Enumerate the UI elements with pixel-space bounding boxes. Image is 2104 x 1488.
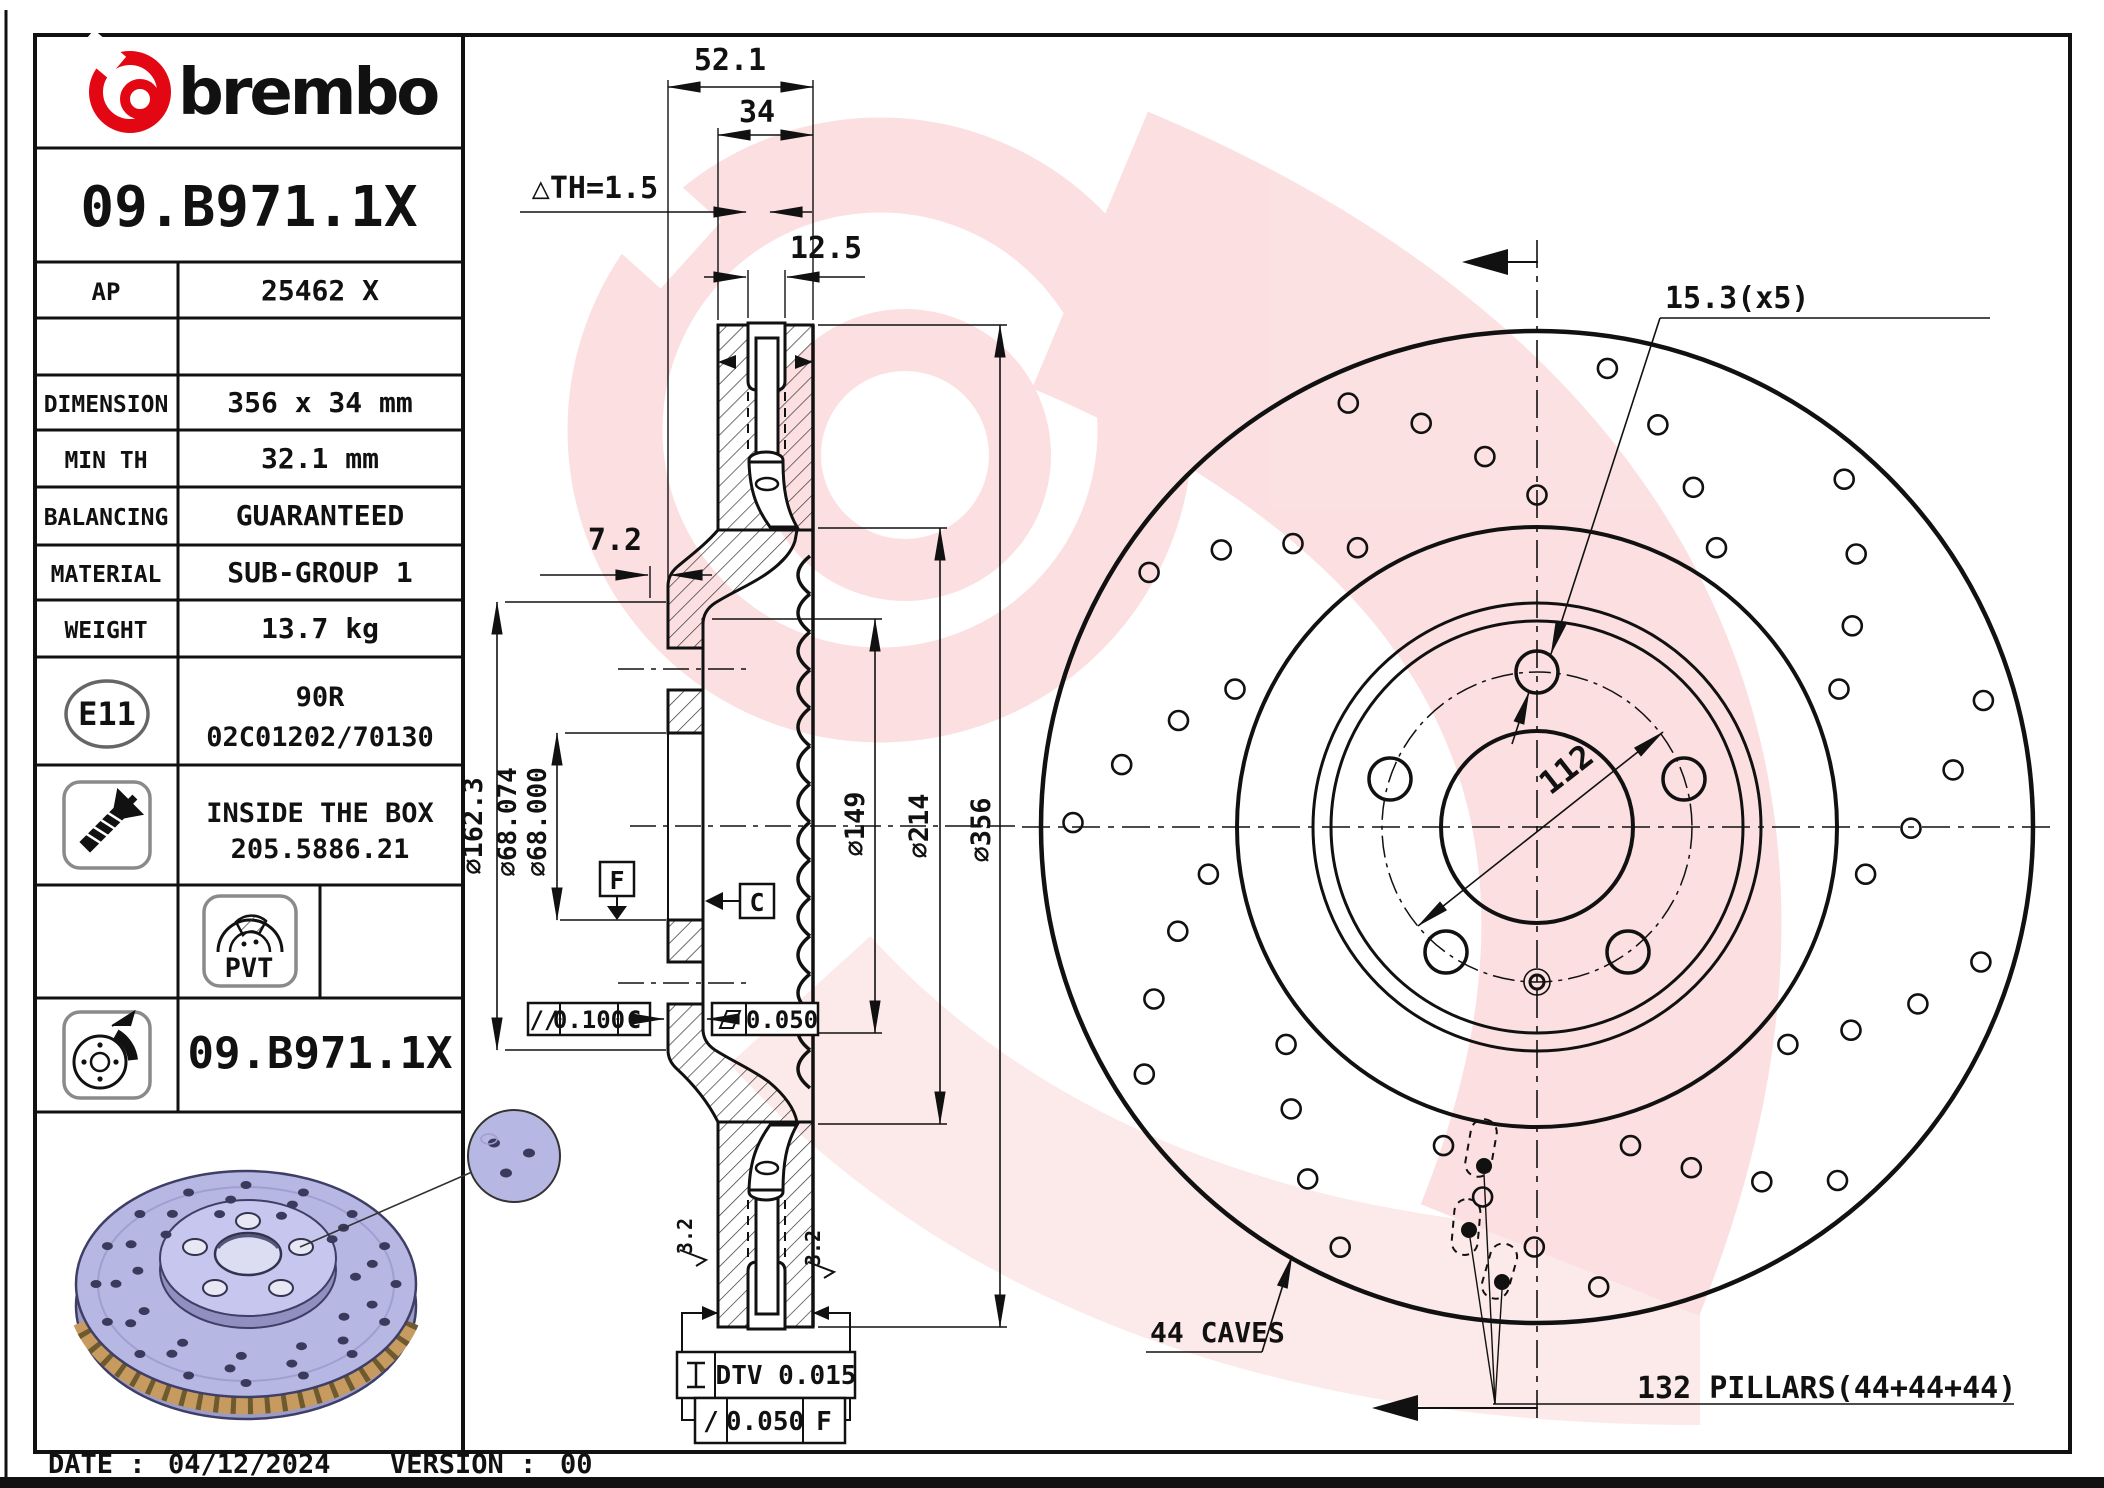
minth-value: 32.1 mm xyxy=(261,442,379,475)
section-hat-flange-upper xyxy=(666,688,705,735)
dia-356: ∅356 xyxy=(966,797,997,862)
inside-box-line1: INSIDE THE BOX xyxy=(206,798,434,829)
spec-table-grid xyxy=(35,146,463,1114)
homologation-line2: 02C01202/70130 xyxy=(206,722,434,753)
dim-7-2: 7.2 xyxy=(588,523,642,558)
flatness-tolerance: 0.050 xyxy=(706,1001,820,1037)
svg-text:/: / xyxy=(703,1407,719,1437)
svg-text:DTV 0.015: DTV 0.015 xyxy=(716,1361,857,1391)
bolt-holes-label: 15.3(x5) xyxy=(1665,281,1810,316)
svg-text:C: C xyxy=(749,888,764,917)
dim-52-1: 52.1 xyxy=(694,43,766,78)
svg-text:0.050: 0.050 xyxy=(746,1006,818,1034)
weight-label: WEIGHT xyxy=(64,618,147,644)
runout-tolerance: / 0.050 F xyxy=(693,1396,847,1445)
svg-text:3.2: 3.2 xyxy=(801,1230,825,1266)
ap-label: AP xyxy=(92,278,121,306)
part-number: 09.B971.1X xyxy=(80,175,417,240)
pillars-label: 132 PILLARS(44+44+44) xyxy=(1637,1371,2016,1406)
disc-code: 09.B971.1X xyxy=(188,1028,453,1079)
weight-value: 13.7 kg xyxy=(261,612,379,645)
material-label: MATERIAL xyxy=(51,562,162,588)
pvt-icon xyxy=(202,894,298,988)
e11-badge-icon xyxy=(64,679,150,749)
dim-12-5: 12.5 xyxy=(790,231,862,266)
svg-text://: // xyxy=(530,1006,559,1034)
e11-badge-text: E11 xyxy=(78,695,136,733)
pvt-label: PVT xyxy=(225,953,274,984)
pcd-dimension xyxy=(1417,731,1664,927)
section-hat-bottom xyxy=(666,1002,799,1124)
spec-table-text: 09.B971.1X AP 25462 X DIMENSION 356 x 34… xyxy=(44,175,453,1079)
pillars-callout xyxy=(1450,1118,2014,1405)
dim-th: △TH=1.5 xyxy=(532,171,658,206)
svg-text:0.100: 0.100 xyxy=(553,1006,625,1034)
dimension-value: 356 x 34 mm xyxy=(227,386,412,419)
disc-3d-render xyxy=(73,1109,561,1421)
svg-text:F: F xyxy=(816,1407,832,1437)
roughness-mark-1: 3.2 xyxy=(673,1218,709,1267)
caves-label: 44 CAVES xyxy=(1150,1316,1285,1349)
parallelism-tolerance: // 0.100 C xyxy=(526,1001,665,1037)
dia-162: ∅162.3 xyxy=(458,777,489,875)
dia-149: ∅149 xyxy=(840,791,871,856)
section-arrow-bottom xyxy=(1372,1395,1538,1421)
caves-callout xyxy=(1146,1255,1293,1353)
section-hat-top xyxy=(666,528,799,650)
roughness-mark-2: 3.2 xyxy=(801,1230,837,1279)
screw-icon xyxy=(62,780,152,870)
disc-icon xyxy=(62,1009,152,1100)
brand-wordmark: brembo xyxy=(178,56,438,130)
brembo-logo-icon xyxy=(75,29,171,133)
render-bolt-holes xyxy=(182,1212,314,1297)
minth-label: MIN TH xyxy=(64,448,147,474)
render-drill-holes xyxy=(90,1181,402,1387)
datum-f: F xyxy=(598,860,636,920)
section-hat-flange-lower xyxy=(666,918,705,964)
dia-68-max: ∅68.074 xyxy=(493,767,523,877)
dtv-tolerance: DTV 0.015 xyxy=(675,1350,857,1400)
footer: DATE : 04/12/2024 VERSION : 00 xyxy=(48,1449,593,1480)
version-value: 00 xyxy=(560,1449,593,1480)
balancing-label: BALANCING xyxy=(44,505,169,531)
homologation-line1: 90R xyxy=(296,682,346,713)
section-view: 52.1 34 △TH=1.5 12.5 7.2 ∅162.3 ∅68.074 … xyxy=(458,43,1015,1445)
date-value: 04/12/2024 xyxy=(168,1449,331,1480)
svg-text:C: C xyxy=(627,1006,641,1034)
dia-214: ∅214 xyxy=(904,793,935,858)
dimension-label: DIMENSION xyxy=(44,392,169,418)
ap-value: 25462 X xyxy=(261,274,379,307)
svg-text:F: F xyxy=(609,866,624,895)
dia-68-min: ∅68.000 xyxy=(523,767,553,877)
dim-34: 34 xyxy=(739,95,775,130)
drilled-caves xyxy=(1062,357,1995,1298)
datum-c: C xyxy=(705,882,776,920)
detail-circle xyxy=(467,1109,561,1203)
version-label: VERSION : xyxy=(390,1449,536,1480)
page-borders xyxy=(0,10,2104,1488)
material-value: SUB-GROUP 1 xyxy=(227,556,412,589)
svg-text:3.2: 3.2 xyxy=(673,1218,697,1254)
balancing-value: GUARANTEED xyxy=(236,499,405,532)
inside-box-line2: 205.5886.21 xyxy=(231,834,410,865)
section-arrow-top xyxy=(1462,249,1538,275)
svg-text:0.050: 0.050 xyxy=(726,1407,804,1437)
front-view: 15.3(x5) 112 44 CAVES 132 PILLARS(44+44+… xyxy=(1022,240,2052,1421)
date-label: DATE : xyxy=(48,1449,146,1480)
